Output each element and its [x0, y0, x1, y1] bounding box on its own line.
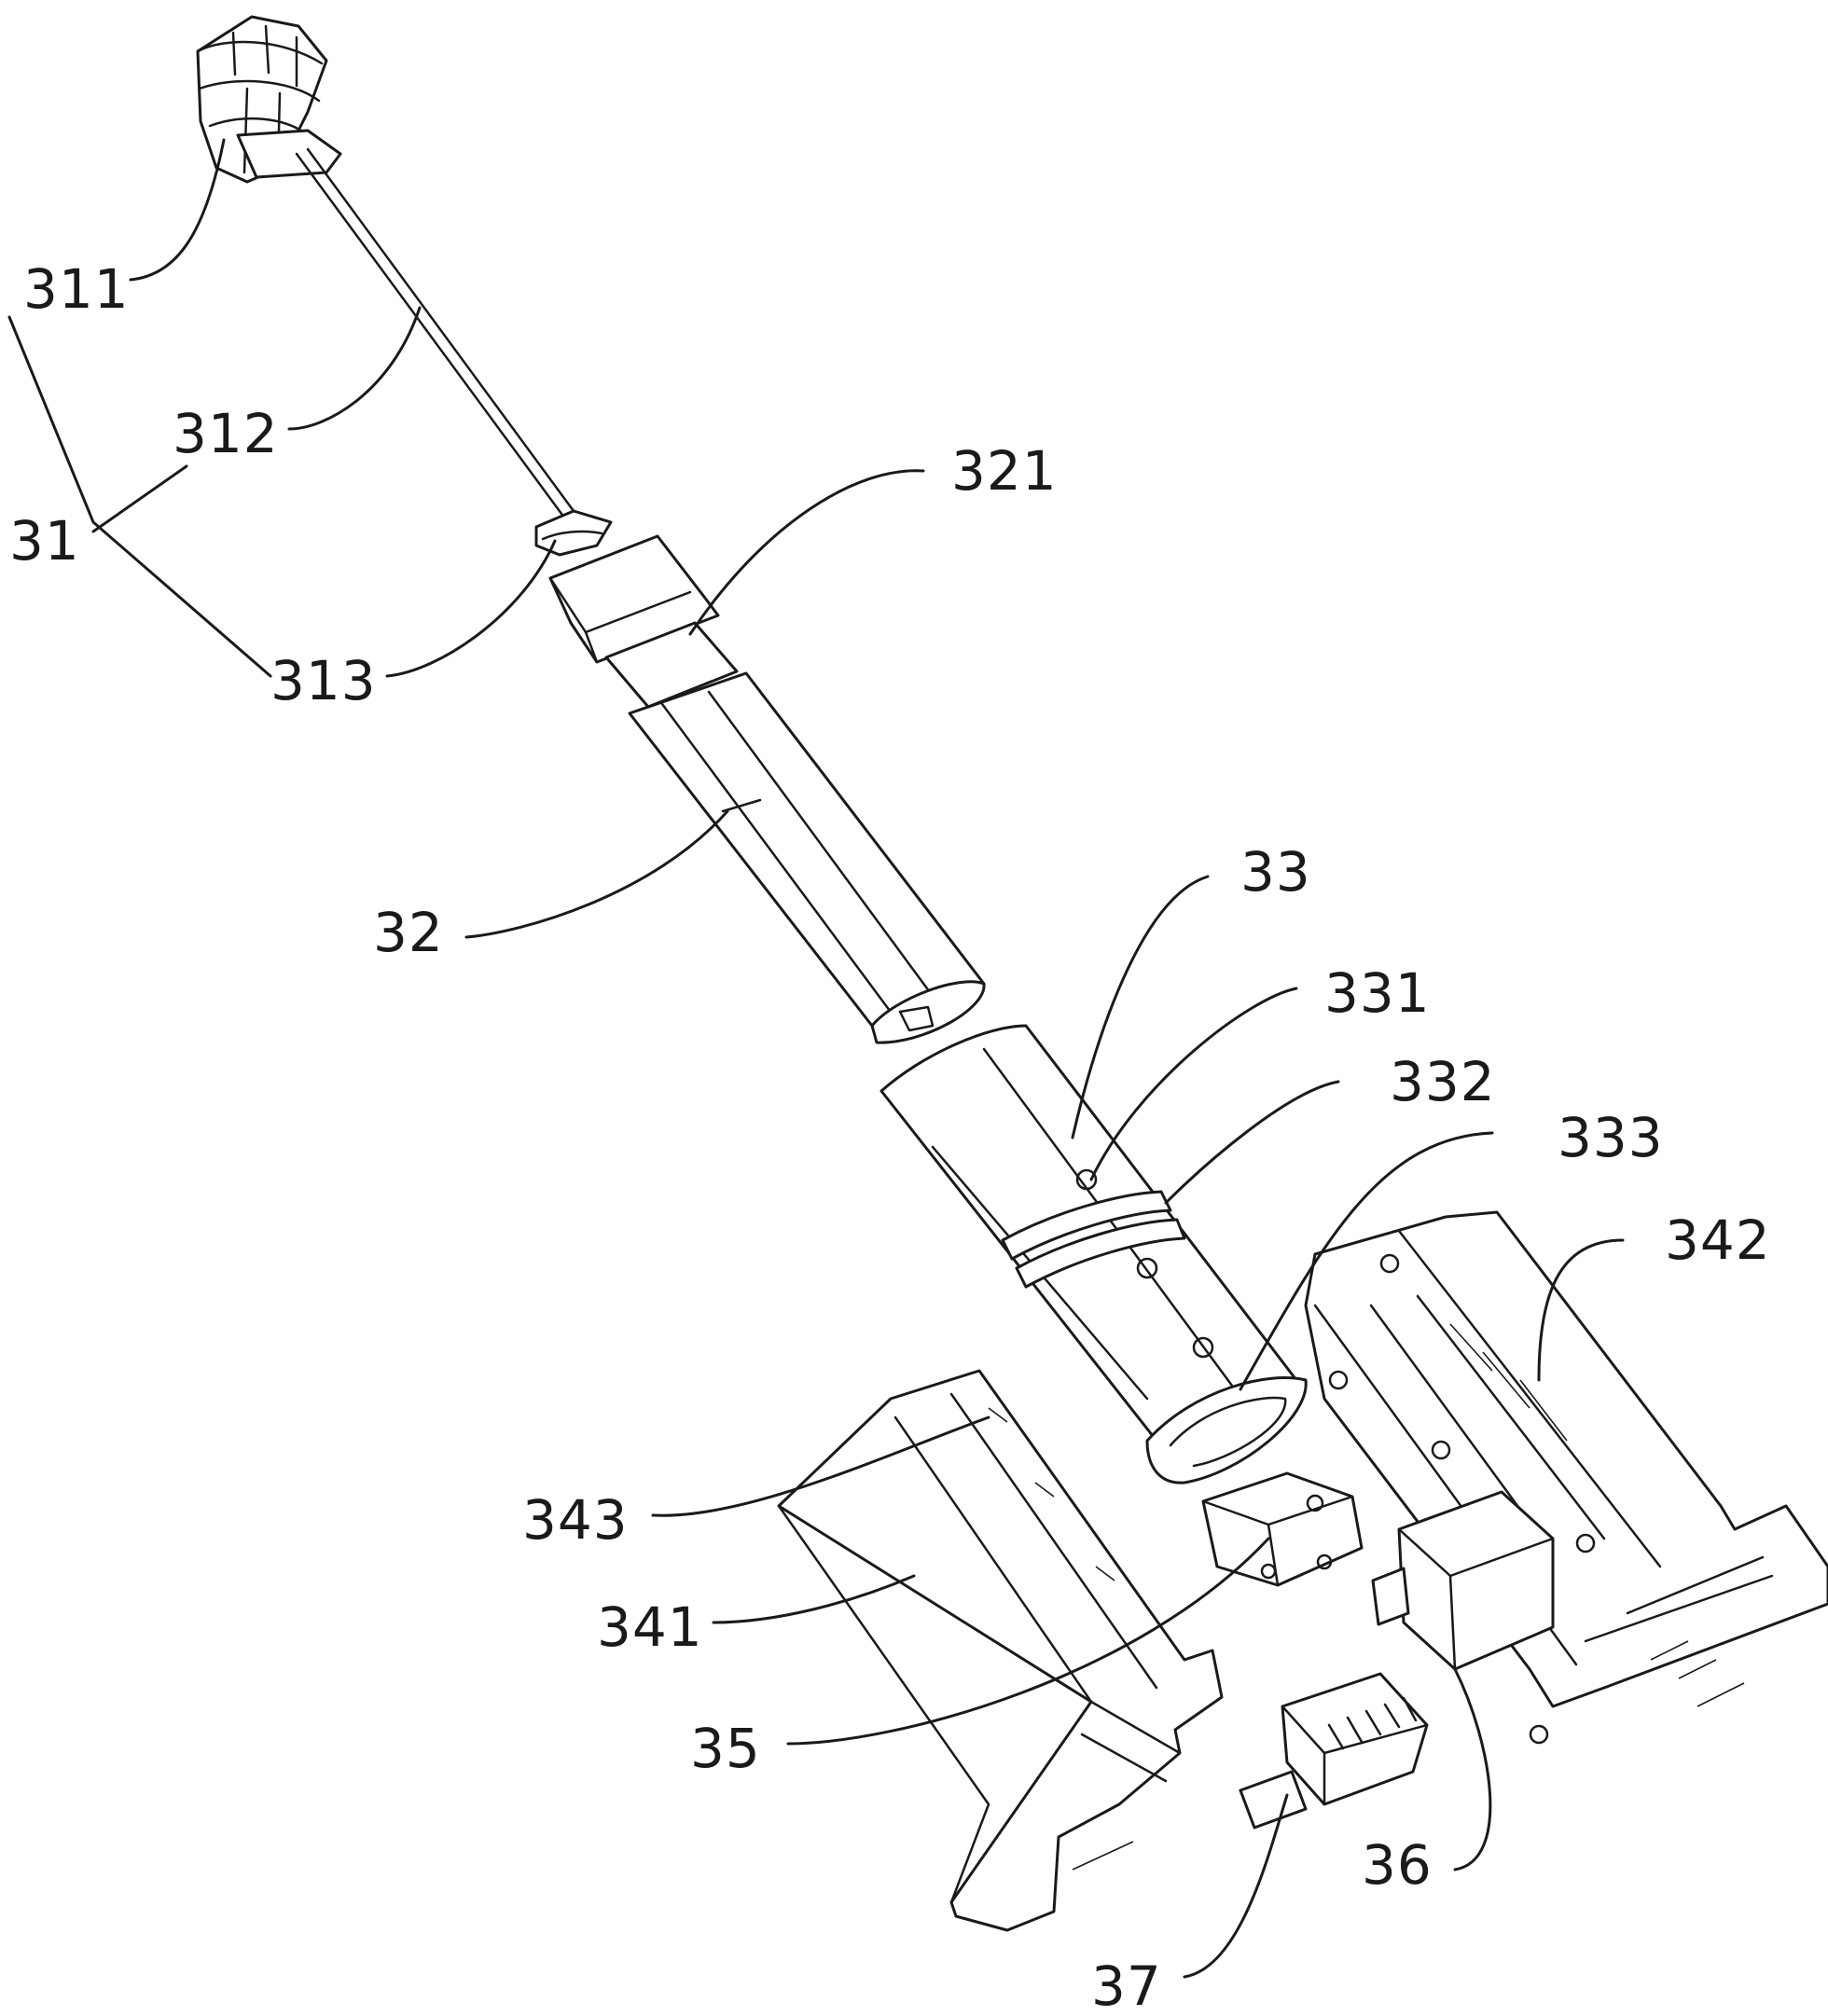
label-332: 332 [1390, 1050, 1496, 1113]
label-311: 311 [23, 257, 130, 321]
part-32-tube [550, 536, 984, 1043]
part-313-cap [536, 511, 611, 555]
label-35: 35 [690, 1717, 761, 1780]
label-341: 341 [597, 1595, 703, 1659]
label-31: 31 [9, 509, 80, 573]
label-312: 312 [173, 402, 279, 465]
part-37-connector [1240, 1674, 1427, 1828]
part-312-rod [297, 149, 574, 518]
label-342: 342 [1665, 1208, 1771, 1272]
label-343: 343 [522, 1488, 629, 1552]
label-313: 313 [270, 649, 377, 712]
label-33: 33 [1240, 840, 1311, 904]
label-37: 37 [1091, 1954, 1162, 2016]
label-333: 333 [1558, 1106, 1664, 1169]
label-321: 321 [951, 439, 1058, 503]
part-342-housing-half [1306, 1212, 1828, 1743]
part-35-hub [1203, 1473, 1362, 1585]
label-32: 32 [373, 901, 444, 964]
label-331: 331 [1324, 961, 1431, 1025]
label-36: 36 [1362, 1833, 1433, 1897]
